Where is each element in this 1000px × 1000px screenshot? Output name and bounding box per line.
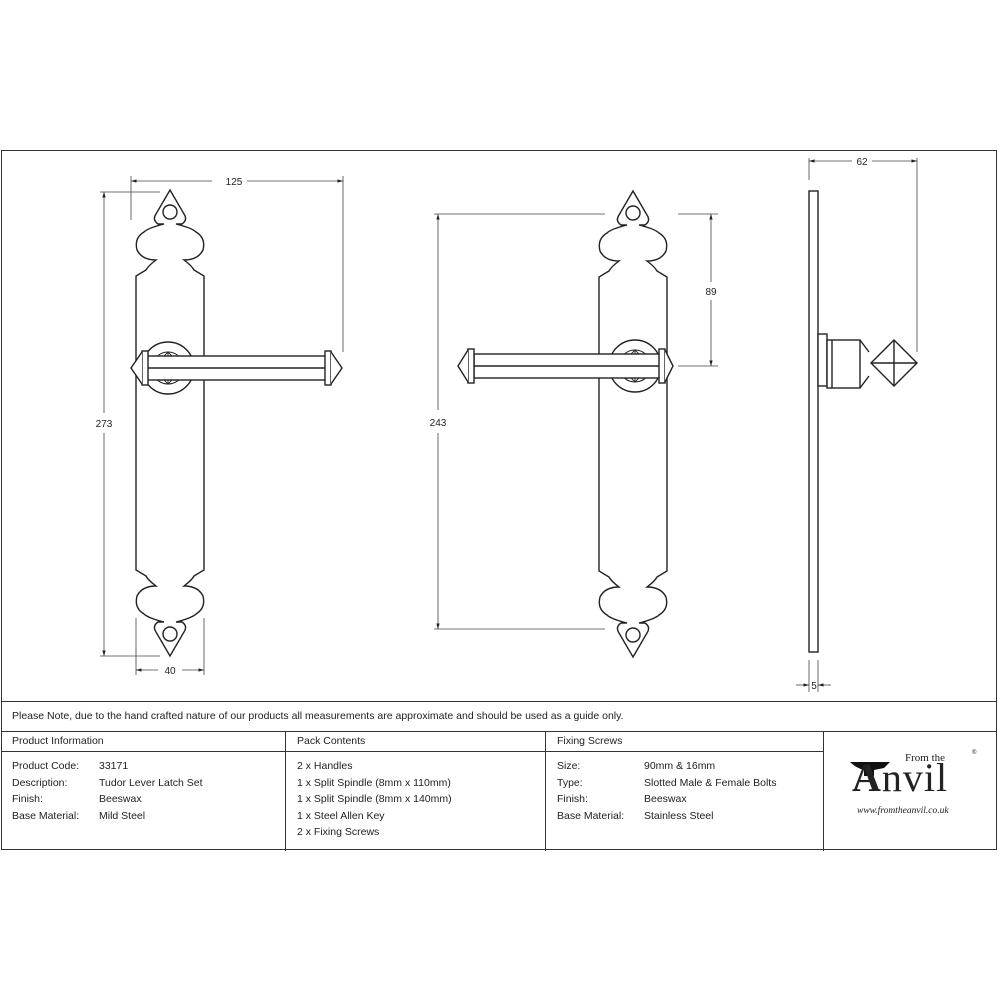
info-value: Mild Steel	[99, 809, 146, 822]
info-row: Finish: Beeswax	[12, 791, 285, 808]
product-information-heading: Product Information	[1, 732, 285, 752]
from-the-anvil-logo: From the ® Anvil www.fromtheanvil.co.uk	[824, 732, 998, 851]
screw-key: Size:	[557, 760, 581, 772]
info-key: Finish:	[12, 793, 43, 806]
pack-item: 2 x Fixing Screws	[297, 826, 380, 839]
screw-row: Finish: Beeswax	[557, 791, 823, 808]
anvil-icon	[850, 762, 890, 776]
info-row: Base Material: Mild Steel	[12, 808, 285, 825]
screw-row: Size: 90mm & 16mm	[557, 758, 823, 775]
pack-item: 1 x Split Spindle (8mm x 140mm)	[297, 793, 452, 806]
logo-registered-mark: ®	[972, 750, 977, 756]
logo-from-the: From the	[905, 752, 946, 764]
info-value: Tudor Lever Latch Set	[99, 776, 203, 789]
screw-key: Type:	[557, 776, 583, 789]
screw-key: Base Material:	[557, 809, 625, 822]
plate-width-dimension-label: 40	[164, 666, 176, 677]
screw-value: 90mm & 16mm	[644, 760, 716, 772]
fixing-screws-heading: Fixing Screws	[546, 732, 823, 752]
screw-value: Beeswax	[644, 793, 687, 806]
info-value: Beeswax	[99, 793, 142, 806]
info-key: Base Material:	[12, 809, 80, 822]
back-view-lever	[457, 348, 674, 384]
screw-value: Slotted Male & Female Bolts	[644, 776, 777, 789]
screw-row: Type: Slotted Male & Female Bolts	[557, 775, 823, 792]
info-row: Description: Tudor Lever Latch Set	[12, 775, 285, 792]
info-key: Product Code:	[12, 760, 80, 772]
pack-contents-section: Pack Contents 2 x Handles 1 x Split Spin…	[286, 732, 546, 851]
width-dimension-label: 125	[226, 177, 243, 188]
projection-dimension-label: 62	[856, 157, 868, 168]
pack-contents-heading: Pack Contents	[286, 732, 545, 752]
info-table: Product Information Product Code: 33171 D…	[1, 731, 997, 851]
info-value: 33171	[99, 760, 129, 772]
screw-key: Finish:	[557, 793, 588, 806]
pack-item: 2 x Handles	[297, 760, 353, 772]
pack-item: 1 x Steel Allen Key	[297, 809, 385, 822]
logo-letters-nvil: nvil	[881, 755, 949, 800]
info-row: Product Code: 33171	[12, 758, 285, 775]
info-key: Description:	[12, 776, 68, 789]
lever-center-dimension-label: 89	[705, 287, 717, 298]
logo-letter-a: A	[852, 755, 882, 800]
side-view	[808, 190, 918, 653]
drawing-sheet-border	[1, 150, 997, 850]
screw-row: Base Material: Stainless Steel	[557, 808, 823, 825]
logo-url: www.fromtheanvil.co.uk	[857, 806, 949, 816]
screw-value: Stainless Steel	[644, 809, 714, 822]
product-information-section: Product Information Product Code: 33171 D…	[1, 732, 286, 851]
height-dimension-label: 273	[96, 419, 113, 430]
back-height-dimension-label: 243	[430, 418, 447, 429]
pack-item: 1 x Split Spindle (8mm x 110mm)	[297, 776, 451, 789]
thickness-dimension-label: 5	[811, 681, 817, 692]
logo-wordmark: Anvil	[852, 754, 948, 801]
front-view-plate	[135, 189, 205, 657]
back-view-plate	[598, 190, 668, 658]
fixing-screws-section: Fixing Screws Size: 90mm & 16mm Type: Slot…	[546, 732, 824, 851]
front-view-lever	[130, 350, 343, 386]
measurement-note: Please Note, due to the hand crafted nat…	[1, 701, 997, 731]
